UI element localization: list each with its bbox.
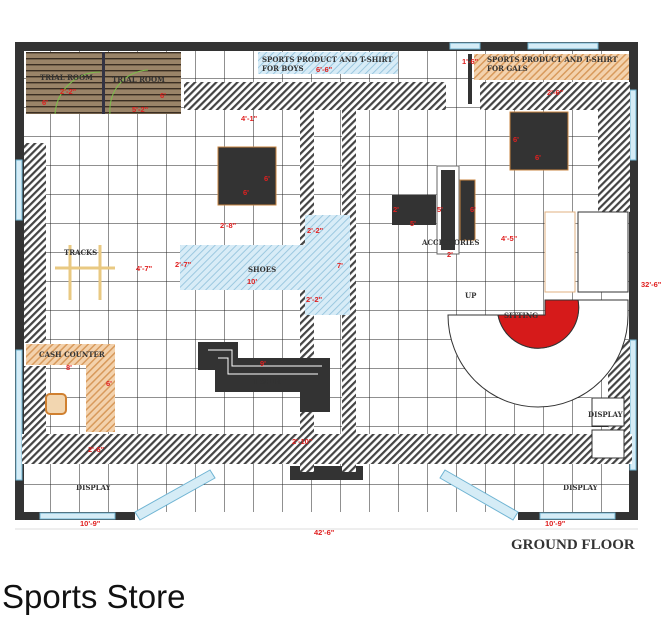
svg-text:8': 8' [66, 363, 72, 372]
gals-section-label-1: SPORTS PRODUCT AND T-SHIRT [487, 55, 618, 64]
windows [15, 42, 637, 521]
boys-section-label-2: FOR BOYS [262, 64, 304, 73]
svg-text:1'-6": 1'-6" [462, 57, 479, 66]
cash-counter-label: CASH COUNTER [39, 350, 105, 359]
display-table-2 [509, 111, 569, 171]
accessories-label: ACCESSORIES [421, 238, 479, 247]
trial-rooms: TRIAL ROOM TRIAL ROOM [26, 52, 181, 115]
svg-text:2': 2' [393, 205, 399, 214]
display-bottom-right-label: DISPLAY [563, 483, 599, 492]
svg-text:6': 6' [106, 379, 112, 388]
boys-section-label-1: SPORTS PRODUCT AND T-SHIRT [262, 55, 393, 64]
svg-text:2'-10": 2'-10" [292, 437, 313, 446]
svg-text:2'-6": 2'-6" [88, 445, 105, 454]
svg-text:2'-6": 2'-6" [547, 88, 564, 97]
floor-plan: TRIAL ROOM TRIAL ROOM SPORTS PRODUCT AND… [15, 42, 662, 553]
display-table-1 [217, 146, 277, 206]
svg-text:42'-6": 42'-6" [314, 528, 335, 537]
svg-text:4'-5": 4'-5" [501, 234, 518, 243]
trial-room-2-label: TRIAL ROOM [112, 75, 165, 84]
cashier-chair [45, 393, 67, 415]
svg-text:32'-6": 32'-6" [641, 280, 662, 289]
trial-room-1-label: TRIAL ROOM [40, 73, 93, 82]
tshirt-label: T-SHIRT [253, 377, 287, 386]
svg-text:2'-2": 2'-2" [307, 226, 324, 235]
svg-text:2'-2": 2'-2" [60, 87, 77, 96]
svg-text:4'-7": 4'-7" [136, 264, 153, 273]
svg-text:2'-8": 2'-8" [220, 221, 237, 230]
svg-text:2'-2": 2'-2" [306, 295, 323, 304]
svg-text:6': 6' [535, 153, 541, 162]
svg-text:10': 10' [247, 277, 257, 286]
accessories-stand [392, 165, 476, 255]
svg-text:5': 5' [410, 219, 416, 228]
svg-text:5': 5' [437, 205, 443, 214]
svg-text:2'-7": 2'-7" [175, 260, 192, 269]
shoes-label: SHOES [248, 265, 276, 274]
sitting-area [497, 299, 580, 349]
caption: Sports Store [2, 578, 186, 615]
gals-section-label-2: FOR GALS [487, 64, 528, 73]
display-bottom-left-label: DISPLAY [76, 483, 112, 492]
svg-text:10'-9": 10'-9" [545, 519, 566, 528]
tshirt-stand [198, 342, 330, 412]
svg-text:10'-9": 10'-9" [80, 519, 101, 528]
floor-title: GROUND FLOOR [511, 537, 635, 553]
dimension-labels: 2'-2" 6' 6' 5'-2" 6'-6" 4'-1" 6' 6' 2'-8… [42, 57, 662, 537]
sitting-label: SITTING [504, 311, 538, 320]
svg-text:6': 6' [264, 174, 270, 183]
tracks-label: TRACKS [64, 248, 97, 257]
gals-section-shelf [474, 54, 629, 80]
svg-text:6': 6' [42, 98, 48, 107]
display-box-right [591, 397, 625, 427]
svg-text:5'-2": 5'-2" [132, 105, 149, 114]
tracks-rack [55, 245, 115, 300]
svg-text:6'-6": 6'-6" [316, 65, 333, 74]
cash-counter [26, 344, 115, 432]
staircase [447, 211, 629, 408]
svg-text:6': 6' [470, 205, 476, 214]
up-label: UP [465, 291, 477, 300]
display-right-label: DISPLAY [588, 410, 624, 419]
svg-text:6': 6' [160, 91, 166, 100]
svg-text:6': 6' [513, 135, 519, 144]
svg-text:6': 6' [243, 188, 249, 197]
boys-section-shelf [258, 52, 398, 74]
shoes-display [180, 215, 350, 315]
svg-text:7': 7' [337, 261, 343, 270]
svg-text:2': 2' [447, 250, 453, 259]
svg-text:9': 9' [260, 359, 266, 368]
svg-text:4'-1": 4'-1" [241, 114, 258, 123]
